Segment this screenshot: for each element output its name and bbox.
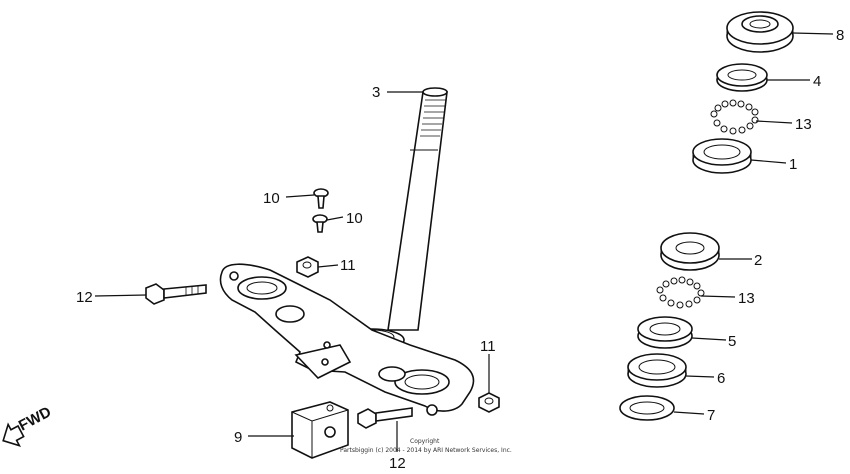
screw-part-10-upper bbox=[313, 188, 329, 209]
washer-part-7 bbox=[619, 395, 675, 421]
lower-bracket-part bbox=[219, 263, 475, 416]
callout-4: 4 bbox=[813, 73, 821, 90]
callout-13-lower: 13 bbox=[738, 290, 755, 307]
fwd-label: FWD bbox=[16, 403, 54, 434]
callout-10-lower: 10 bbox=[346, 210, 363, 227]
callout-11-right: 11 bbox=[480, 338, 496, 355]
bearing-adjuster-nut-part-8 bbox=[726, 11, 794, 53]
nut-part-11-right bbox=[478, 392, 500, 413]
callout-12-left: 12 bbox=[76, 289, 93, 306]
dust-seal-part-6 bbox=[627, 353, 687, 388]
callout-13-upper: 13 bbox=[795, 116, 812, 133]
copyright-line-2: Partsbiggin (c) 2004 - 2014 by ARI Netwo… bbox=[340, 447, 512, 454]
callout-10-upper: 10 bbox=[263, 190, 280, 207]
callout-12-bottom: 12 bbox=[389, 455, 406, 472]
copyright-line-1: Copyright bbox=[410, 438, 440, 445]
bolt-part-12-left bbox=[145, 283, 207, 305]
steel-balls-part-13-upper bbox=[710, 99, 759, 135]
bearing-race-part-5 bbox=[637, 316, 693, 349]
nut-part-11-left bbox=[296, 256, 319, 278]
steering-lock-part-9 bbox=[291, 401, 349, 459]
bolt-part-12-bottom bbox=[357, 407, 413, 429]
fwd-arrow-icon bbox=[2, 422, 25, 447]
callout-6: 6 bbox=[717, 370, 725, 387]
callout-9: 9 bbox=[234, 429, 242, 446]
leader-lines bbox=[94, 32, 834, 452]
bearing-race-part-2 bbox=[660, 232, 720, 271]
callout-7: 7 bbox=[707, 407, 715, 424]
screw-part-10-lower bbox=[312, 214, 328, 233]
callout-2: 2 bbox=[754, 252, 762, 269]
callout-3: 3 bbox=[372, 84, 380, 101]
bearing-race-part-4 bbox=[716, 63, 768, 92]
callout-1: 1 bbox=[789, 156, 797, 173]
steel-balls-part-13-lower bbox=[656, 276, 705, 309]
bearing-race-part-1 bbox=[692, 138, 752, 174]
callout-5: 5 bbox=[728, 333, 736, 350]
callout-8: 8 bbox=[836, 27, 844, 44]
callout-11-left: 11 bbox=[340, 257, 356, 274]
callout-numbers: 3 8 4 13 1 10 10 11 12 11 2 13 5 6 7 9 1… bbox=[76, 27, 844, 472]
